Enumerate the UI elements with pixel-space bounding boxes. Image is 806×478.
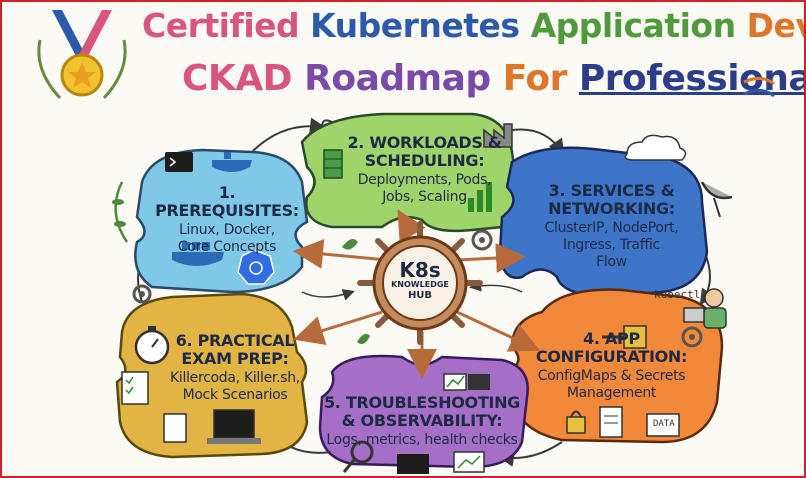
piece-prerequisites: 1. PREREQUISITES: Linux, Docker, Core Co… xyxy=(152,184,302,256)
lock-icon xyxy=(566,410,586,434)
title-word-roadmap: Roadmap xyxy=(304,58,491,99)
helm-wheel-icon xyxy=(357,221,483,345)
title-word-for: For xyxy=(502,58,568,99)
checklist-icon xyxy=(121,371,149,405)
hub-arrow-2 xyxy=(397,209,426,243)
factory-icon xyxy=(483,123,513,148)
terminal-icon xyxy=(165,152,193,172)
laptop-icon xyxy=(207,409,261,444)
gear-icon xyxy=(132,284,152,304)
key-lock-icon xyxy=(602,325,647,349)
piece-title: 5. TROUBLESHOOTING xyxy=(323,393,521,412)
piece-title: 3. SERVICES & xyxy=(548,181,675,200)
piece-services: 3. SERVICES & NETWORKING: ClusterIP, Nod… xyxy=(524,182,699,271)
piece-exam-prep: 6. PRACTICAL EXAM PREP: Killercoda, Kill… xyxy=(160,332,310,404)
piece-body: Jobs, Scaling xyxy=(382,189,467,205)
piece-title: NETWORKING: xyxy=(548,199,675,218)
hub-arrow-3 xyxy=(456,243,526,274)
hub-line-2: KNOWLEDGE xyxy=(391,280,449,289)
developer-person-icon xyxy=(683,288,727,329)
hub-arrow-6 xyxy=(293,310,383,346)
docker-whale-icon xyxy=(212,152,252,172)
gear-icon xyxy=(681,326,703,348)
title-word-kubernetes: Kubernetes xyxy=(310,6,520,45)
cloud-network-icon xyxy=(624,134,687,161)
piece-troubleshooting: 5. TROUBLESHOOTING & OBSERVABILITY: Logs… xyxy=(312,394,532,449)
piece-title: 2. WORKLOADS & xyxy=(347,133,502,152)
growth-bars-icon xyxy=(468,182,492,212)
data-scroll-icon xyxy=(646,413,680,437)
piece-body: Deployments, Pods, xyxy=(357,172,492,188)
kubernetes-logo-icon xyxy=(237,249,275,285)
stopwatch-icon xyxy=(134,326,170,365)
title-word-developer: Developer xyxy=(746,6,804,45)
hub-arrow-4 xyxy=(456,310,541,352)
arrow-1-to-2 xyxy=(251,117,326,153)
medal-icon xyxy=(37,10,127,100)
piece-body: Management xyxy=(566,385,657,401)
piece-workloads: 2. WORKLOADS & SCHEDULING: Deployments, … xyxy=(337,134,512,206)
checklist-icon xyxy=(163,413,187,443)
subtitle: CKAD Roadmap For Professionals xyxy=(182,58,804,99)
piece-body: Flow xyxy=(596,254,627,270)
chart-monitor-icon xyxy=(453,451,485,473)
piece-title: 1. PREREQUISITES: xyxy=(155,183,299,220)
piece-body: Linux, Docker, xyxy=(179,222,275,238)
hub-line-3: HUB xyxy=(407,290,433,301)
piece-title: 4. APP xyxy=(583,329,640,348)
piece-title: CONFIGURATION: xyxy=(535,347,688,366)
piece-title: SCHEDULING: xyxy=(364,151,485,170)
piece-title: & OBSERVABILITY: xyxy=(341,411,503,430)
satellite-dish-icon xyxy=(700,181,733,218)
title-word-certified: Certified xyxy=(142,6,300,45)
leaf-icon xyxy=(112,181,129,243)
piece-body: Logs, metrics, health checks xyxy=(326,432,518,448)
clipboard-icon xyxy=(599,406,623,438)
piece-body: ClusterIP, NodePort, xyxy=(544,220,679,236)
chart-monitor-icon xyxy=(443,373,490,391)
piece-body: Killercoda, Killer.sh, xyxy=(170,370,300,386)
piece-configuration: 4. APP CONFIGURATION: ConfigMaps & Secre… xyxy=(524,330,699,402)
title-word-application: Application xyxy=(530,6,737,45)
piece-workloads-shape xyxy=(300,112,520,233)
kubectl-label: kubectl xyxy=(654,288,701,301)
swirl-icon xyxy=(743,77,775,98)
main-title: Certified Kubernetes Application Develop… xyxy=(142,6,804,45)
piece-body: Ingress, Traffic xyxy=(563,237,660,253)
piece-title: EXAM PREP: xyxy=(181,349,289,368)
piece-body: ConfigMaps & Secrets xyxy=(537,368,686,384)
server-stack-icon xyxy=(323,149,343,179)
leaf-icon xyxy=(342,238,370,344)
data-label: DATA xyxy=(653,419,675,429)
piece-body: Mock Scenarios xyxy=(182,387,288,403)
piece-body: Core Concepts xyxy=(177,239,277,255)
hub-label: K8s KNOWLEDGE HUB xyxy=(387,260,453,301)
hub-line-1: K8s xyxy=(399,258,441,282)
magnifier-icon xyxy=(342,440,374,473)
title-word-ckad: CKAD xyxy=(182,58,293,99)
hub-arrow-1 xyxy=(293,239,388,269)
terminal-icon xyxy=(397,454,429,474)
hub-swirl-left xyxy=(301,289,355,301)
gear-icon xyxy=(471,229,493,251)
hub-swirl-right xyxy=(469,279,523,293)
docker-whale-icon xyxy=(172,242,224,266)
piece-title: 6. PRACTICAL xyxy=(175,331,295,350)
